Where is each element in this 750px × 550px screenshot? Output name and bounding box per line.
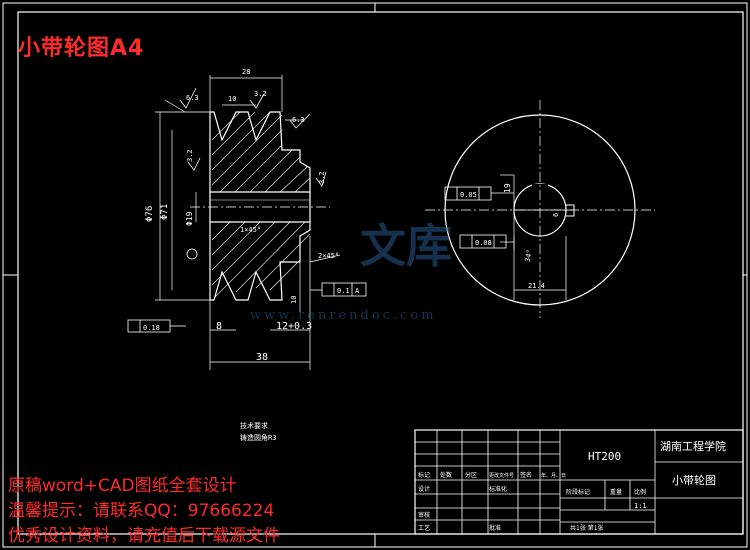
- gdt-frames-side: [127, 248, 367, 333]
- ra-e: 3.2: [318, 171, 326, 184]
- gdt-frames-front: [444, 186, 514, 249]
- tb-ratio: 比例: [634, 488, 646, 496]
- ra-a: 6.3: [186, 94, 199, 102]
- dim-top-width: 28: [242, 68, 250, 76]
- angle-dim: 34°: [524, 249, 534, 263]
- dim-width-12: 12+0.3: [276, 321, 312, 332]
- ra-c: 6.3: [292, 116, 305, 124]
- ra-d: 3.2: [186, 149, 194, 162]
- footer-line-1: 原稿word+CAD图纸全套设计: [8, 476, 237, 496]
- chamfer-1: 1×45°: [240, 226, 261, 234]
- ra-b: 3.2: [254, 90, 267, 98]
- section-view: [190, 111, 330, 301]
- tol-3: 0.08: [475, 239, 492, 247]
- runout-datum: A: [355, 287, 360, 295]
- tb-part-name: 小带轮图: [672, 473, 716, 487]
- front-view: [425, 100, 655, 318]
- tb-sign: 签名: [520, 471, 532, 479]
- dia-hub: Φ19: [185, 211, 194, 226]
- footer-line-3: 优秀设计资料，请充值后下载源文件: [8, 526, 280, 546]
- dim-groove-pitch: 10: [228, 95, 236, 103]
- title-block: [414, 429, 744, 535]
- tb-school: 湖南工程学院: [660, 439, 726, 453]
- dia-inner: Φ71: [160, 204, 170, 220]
- dim-overall: 38: [256, 352, 268, 363]
- tb-file: 更改文件号: [489, 472, 514, 479]
- chamfer-2: 2×45°: [318, 252, 339, 260]
- tb-approve: 批准: [489, 524, 501, 532]
- tol-1: 0.18: [143, 324, 160, 332]
- dim-width-8: 8: [216, 321, 222, 332]
- bore-dim: 19: [503, 183, 512, 193]
- footer-line-2: 温馨提示：请联系QQ：97666224: [8, 501, 275, 521]
- tb-craft: 工艺: [418, 524, 430, 532]
- keyway-depth: 21.4: [528, 282, 545, 290]
- runout-1: 0.1: [337, 287, 350, 295]
- tb-count: 处数: [440, 471, 452, 479]
- watermark-url: www.renrendoc.com: [250, 308, 437, 323]
- tech-note-1: 技术要求: [240, 421, 268, 430]
- tb-review: 审核: [418, 511, 430, 519]
- side-dimensions: [155, 75, 341, 370]
- tb-stage: 阶段标记: [566, 488, 590, 496]
- tb-date: 年、月、日: [541, 472, 566, 479]
- tb-design: 设计: [418, 485, 430, 493]
- tb-weight: 重量: [610, 488, 622, 496]
- tb-zone: 分区: [465, 471, 477, 479]
- keyway-width: 6: [552, 213, 560, 217]
- dim-len-10: 10: [290, 296, 298, 304]
- tb-material: HT200: [588, 450, 621, 463]
- tol-2: 0.05: [460, 191, 477, 199]
- page-title: 小带轮图A4: [18, 36, 145, 61]
- watermark-logo: 文库: [360, 219, 452, 273]
- inner-frame: [17, 11, 744, 535]
- tb-mark: 标记: [418, 471, 430, 479]
- tb-sheets: 共1张 第1张: [570, 524, 604, 532]
- tb-std: 标准化: [489, 485, 507, 493]
- tb-scale: 1:1: [634, 502, 647, 510]
- dia-outer: Φ76: [145, 206, 155, 222]
- tech-note-2: 铸造圆角R3: [240, 433, 276, 442]
